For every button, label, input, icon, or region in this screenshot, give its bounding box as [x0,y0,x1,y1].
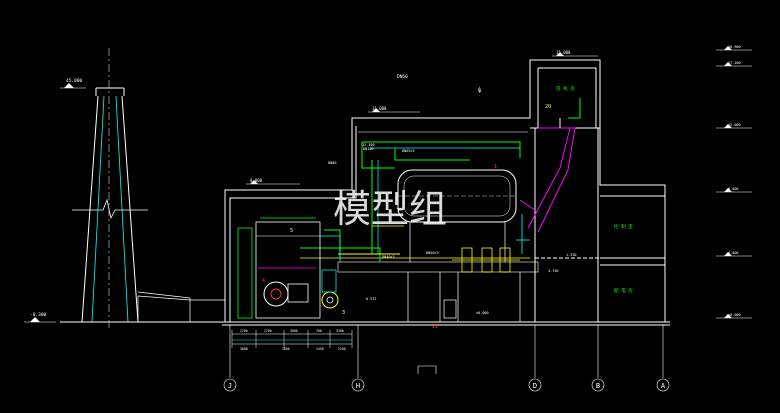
dim-text: 700 [316,329,322,333]
dim-text: 2700 [240,329,248,333]
dim-text: 2700 [264,329,272,333]
dimension-texts: 2700 2700 3000 700 3300 3000 1800 1450 2… [240,329,346,351]
item-1-label: 1 [494,164,497,170]
valve-symbol-icon: ⍦ [478,86,482,94]
ground-left-elev: -0.300 [30,312,47,318]
pipe-label-d: DN80 [328,161,336,165]
level-center-elev: 4.750 [548,269,559,273]
axis-label-a: A [661,382,666,390]
roof-markers [246,52,598,185]
dim-text: 1800 [282,347,290,351]
roof-tower-elev: 15.000 [556,50,571,55]
roof-mid-elev: 11.000 [372,106,387,111]
left-equipment [237,217,341,319]
elev-marker-icon [64,83,74,88]
boiler [397,169,517,262]
chimney [24,48,225,330]
axis-label-d: D [533,382,537,390]
dim-text: 1450 [316,347,324,351]
pipe-label-e: DN100 [363,147,374,151]
scale-symbol-icon [417,365,437,374]
right-elev-5: 4.800 [728,251,739,255]
valve-group [372,225,520,273]
axis-label-j: J [228,382,232,390]
right-elev-3: 12.000 [728,123,741,127]
right-elev-2: 17.100 [728,61,741,65]
room-fan: 风 机 房 [556,85,575,92]
axis-label-h: H [356,382,360,390]
room-control: 控 制 室 [614,223,633,230]
axis-grid [223,325,670,392]
right-elev-1: 18.900 [728,45,741,49]
axis-label-b: B [596,382,600,390]
item-5-label: 5 [290,228,293,234]
item-21-label: 21 [432,324,438,330]
item-4-label: 4 [262,278,265,284]
flue-duct [137,291,225,322]
right-elev-6: ±0.000 [728,313,741,317]
pipe-label-b: DN40×3 [382,255,395,259]
pipe-network [300,98,581,262]
dim-text: 3000 [240,347,248,351]
watermark: 模型组 [333,187,447,231]
right-elev-4: 8.000 [728,187,739,191]
item-3-label: 3 [342,310,345,316]
pipe-label-c: DN50×3 [426,251,439,255]
top-center-label: DN50 [397,74,408,80]
dimension-lines [231,330,353,348]
chimney-top-elev: 45.000 [66,78,83,84]
level-small2-elev: 1.250 [566,253,577,257]
base-center-elev: ±0.000 [476,311,489,315]
coal-chute [519,127,576,233]
level-small-elev: 0.972 [366,297,377,301]
dim-text: 2100 [338,347,346,351]
dim-text: 3300 [336,329,344,333]
pipe-label-a: DN65×5 [402,149,415,153]
item-20-label: 20 [545,104,551,110]
support-columns [407,272,521,322]
dim-text: 3000 [290,329,298,333]
roof-low-elev: 8.000 [250,178,263,183]
room-electrical: 配 电 房 [614,287,633,294]
right-elevation-scale [716,46,752,319]
building-outline [222,59,670,326]
axis-labels: J H D B A [228,382,666,390]
mid-tag-elev: 12.100 [362,143,375,147]
